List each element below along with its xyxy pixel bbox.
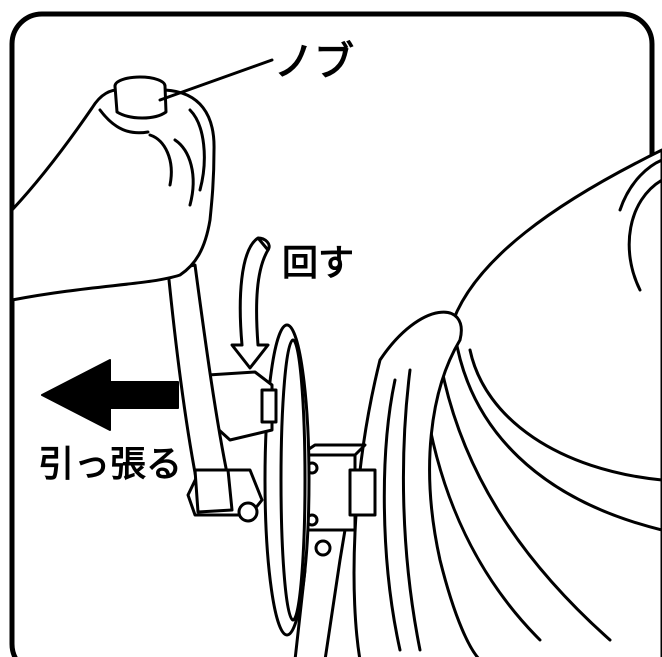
drum-rim	[618, 158, 662, 212]
shaft-collar	[348, 468, 377, 517]
knob-leader-line	[158, 58, 274, 102]
forearm	[10, 88, 216, 302]
drum-fold-2	[468, 348, 662, 482]
knob-label: ノブ	[274, 39, 354, 85]
drum-fold-1	[453, 333, 662, 532]
hub-bolt	[260, 388, 278, 424]
rotate-label: 回す	[282, 243, 354, 284]
rotate-arrow-icon	[230, 236, 271, 370]
machine-drawing	[10, 58, 662, 657]
pull-label: 引っ張る	[38, 444, 182, 485]
handwheel-inner	[279, 338, 307, 622]
handwheel-outer	[263, 323, 311, 637]
drum-rim-inner	[627, 178, 662, 292]
finger-line-2	[173, 138, 195, 207]
handle-base	[193, 468, 234, 514]
drum-ring	[352, 310, 480, 657]
drum-ring-line-2	[401, 368, 422, 652]
lower-bolt	[237, 501, 259, 523]
finger-line-3	[188, 108, 206, 192]
drum-ring-line-1	[382, 378, 402, 652]
drum-fold-3	[438, 358, 612, 642]
arrow-left-icon	[41, 359, 179, 431]
thumb-line	[98, 108, 150, 135]
leg-bolt	[314, 539, 332, 557]
finger-line-1	[148, 133, 173, 187]
knob-body	[113, 84, 168, 120]
